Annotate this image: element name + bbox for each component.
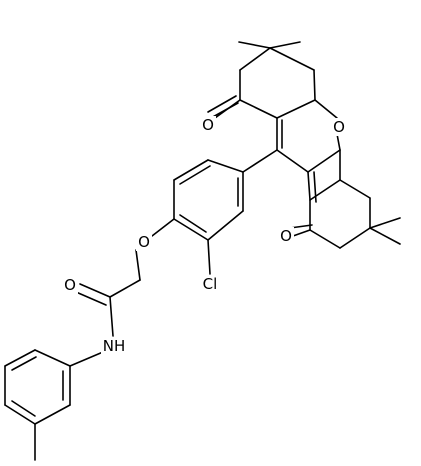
label-mask (62, 276, 78, 294)
bond-line (207, 239, 211, 275)
label-mask (199, 275, 221, 293)
bond-line (242, 149, 278, 173)
atom-labels: O O O O O Cl NH (62, 116, 346, 355)
ketone-oxygen-bottom-label: O (280, 227, 292, 245)
bond-line (313, 69, 316, 101)
bond-line (336, 133, 341, 151)
bond-line (309, 179, 341, 201)
bond-line (34, 404, 71, 425)
ring-oxygen-label: O (333, 118, 345, 136)
label-mask (330, 118, 346, 136)
bond-line (34, 349, 71, 367)
bond-line (207, 210, 244, 241)
bond-line (11, 356, 37, 371)
bond-line (239, 99, 278, 119)
chlorine-label: Cl (203, 275, 218, 293)
bond-line (307, 171, 311, 201)
label-mask (278, 227, 294, 245)
aryl-ether-oxygen-label: O (138, 233, 150, 251)
ketone-oxygen-top-label: O (202, 116, 214, 134)
bond-line (207, 159, 244, 173)
bond-line (109, 279, 141, 298)
bond-line (79, 283, 111, 298)
bond-line (173, 218, 209, 241)
amide-nh-label: NH (103, 337, 126, 355)
label-mask (200, 116, 216, 134)
bond-line (339, 179, 371, 199)
bond-line (269, 41, 301, 49)
amide-oxygen-label: O (64, 276, 76, 294)
bond-line (151, 218, 175, 237)
bond-line (276, 99, 316, 119)
bond-layer (4, 41, 401, 461)
bond-line (109, 296, 114, 337)
bond-line (238, 41, 271, 49)
label-mask (101, 337, 127, 355)
bond-line (4, 404, 36, 425)
bond-line (307, 149, 341, 173)
bond-line (292, 229, 311, 237)
bond-line (69, 351, 104, 367)
bond-line (11, 400, 36, 417)
bond-line (4, 349, 36, 367)
bond-line (269, 47, 315, 71)
bond-line (309, 229, 341, 249)
bond-line (135, 249, 141, 281)
bond-line (369, 217, 401, 229)
bond-line (239, 47, 271, 71)
bond-line (369, 227, 401, 245)
bond-line (210, 102, 239, 119)
bond-line (207, 95, 237, 113)
bond-line (75, 291, 107, 306)
bond-line (173, 159, 209, 181)
bond-line (339, 227, 371, 249)
bond-line (314, 99, 338, 119)
bond-line (179, 165, 211, 185)
bond-line (276, 149, 309, 173)
label-mask (136, 233, 152, 251)
bond-line (179, 214, 207, 233)
